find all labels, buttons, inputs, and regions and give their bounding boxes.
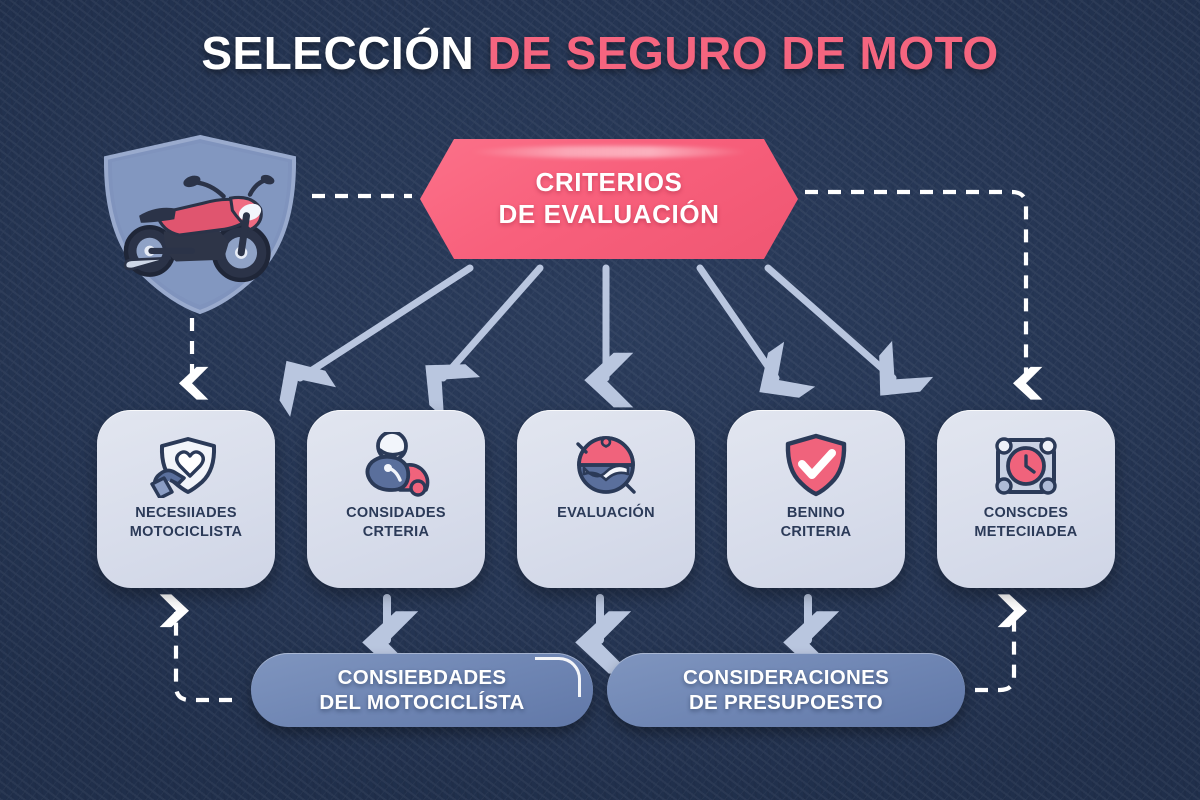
criterion-card-label: NECESIIADES MOTOCICLISTA (129, 505, 243, 540)
rider-scooter-icon (358, 432, 434, 498)
criterion-card-evaluacion[interactable]: EVALUACIÓN (517, 410, 695, 588)
criterion-card-label: CONSIDADES CRTERIA (346, 505, 446, 540)
helmet-emblem-icon (568, 432, 644, 498)
title-part-white: SELECCIÓN (201, 27, 475, 79)
summary-pill-presupuesto[interactable]: CONSIDERACIONES DE PRESUPOESTO (607, 653, 965, 727)
criterion-card-conscdes-meteciiadea[interactable]: CONSCDES METECIIADEA (937, 410, 1115, 588)
connector-banner-to-card5 (805, 189, 1043, 400)
page-title: SELECCIÓN DE SEGURO DE MOTO (0, 30, 1200, 76)
criteria-banner[interactable]: CRITERIOS DE EVALUACIÓN (420, 139, 798, 259)
shield-motorcycle-badge (92, 133, 308, 316)
title-part-pink: DE SEGURO DE MOTO (487, 27, 999, 79)
criterion-card-label: BENINO CRITERIA (780, 505, 852, 540)
summary-pill-label: CONSIEBDADES DEL MOTOCICLÍSTA (319, 666, 525, 714)
shield-check-icon (778, 432, 854, 498)
pill-corner-highlight (535, 657, 581, 697)
clock-timer-icon (988, 432, 1064, 498)
connector-banner-to-card2 (425, 264, 544, 419)
connector-banner-to-card1 (279, 264, 474, 417)
connector-pill2-to-card5 (975, 594, 1028, 693)
banner-gloss (469, 146, 749, 158)
criterion-card-benino-criteria[interactable]: BENINO CRITERIA (727, 410, 905, 588)
criterion-card-necesidades-motociclista[interactable]: NECESIIADES MOTOCICLISTA (97, 410, 275, 588)
hand-heart-shield-icon (148, 432, 224, 498)
criterion-card-label: EVALUACIÓN (557, 505, 655, 521)
shield-motorcycle-icon (103, 134, 297, 315)
criterion-card-considades-crteria[interactable]: CONSIDADES CRTERIA (307, 410, 485, 588)
summary-pill-label: CONSIDERACIONES DE PRESUPOESTO (682, 666, 890, 714)
connector-banner-to-card4 (696, 264, 816, 398)
criteria-banner-label: CRITERIOS DE EVALUACIÓN (498, 167, 720, 229)
connector-banner-to-card5 (764, 264, 934, 396)
criterion-card-label: CONSCDES METECIIADEA (974, 505, 1078, 540)
connector-pill1-to-card1 (159, 594, 232, 703)
summary-pill-motociclista[interactable]: CONSIEBDADES DEL MOTOCICLÍSTA (251, 653, 593, 727)
